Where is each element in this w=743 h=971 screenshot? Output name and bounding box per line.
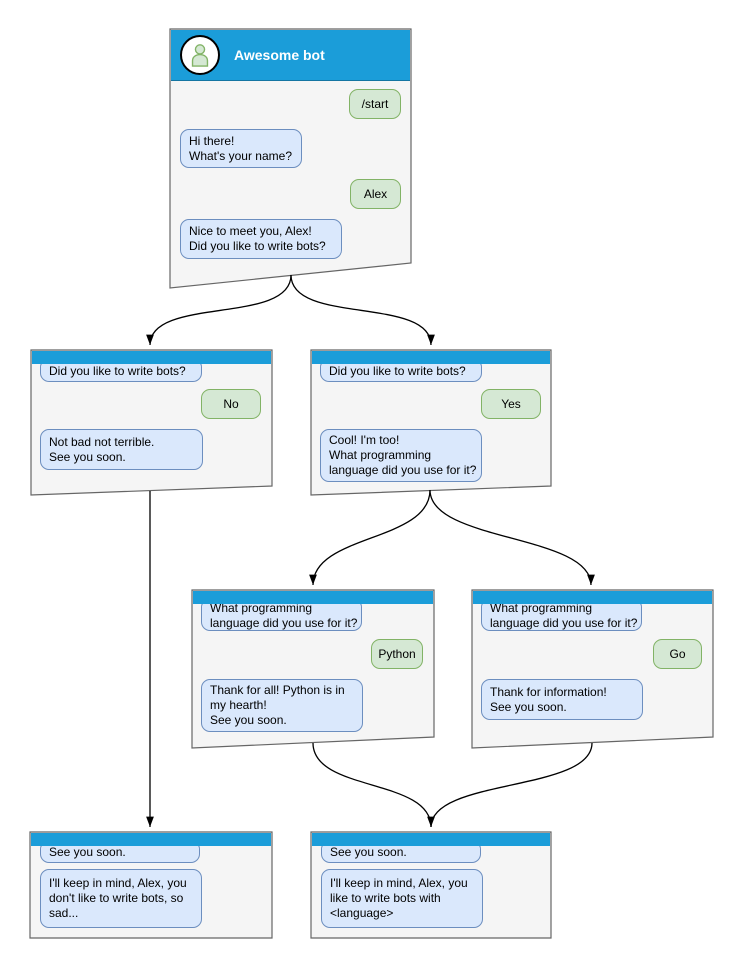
avatar: [180, 35, 220, 75]
chat-window-branch-go: What programming language did you use fo…: [472, 590, 713, 748]
chat-window-branch-no: Did you like to write bots? No Not bad n…: [31, 350, 272, 495]
bot-message-bubble: Hi there! What's your name?: [180, 129, 302, 168]
connector-yes-to-python: [309, 489, 431, 586]
bot-message-bubble: See you soon.: [40, 842, 200, 863]
bot-message-bubble: Did you like to write bots?: [40, 360, 202, 382]
connector-yes-to-go: [429, 489, 595, 586]
chat-window-header: [32, 351, 271, 364]
chat-window-branch-python: What programming language did you use fo…: [192, 590, 434, 748]
person-icon: [191, 44, 209, 67]
chat-window-end-no: See you soon. I'll keep in mind, Alex, y…: [30, 832, 272, 938]
chat-window-header: [312, 833, 550, 846]
chat-window-header: [312, 351, 550, 364]
user-message-bubble: Alex: [350, 179, 401, 209]
bot-message-bubble: Not bad not terrible. See you soon.: [40, 429, 203, 470]
user-message-bubble: Go: [653, 639, 702, 669]
user-message-bubble: Python: [371, 639, 423, 669]
chat-window-main: Awesome bot /start Hi there! What's your…: [170, 29, 411, 288]
bot-message-bubble: What programming language did you use fo…: [201, 600, 362, 631]
chat-window-header: [31, 833, 271, 846]
bot-message-bubble: Nice to meet you, Alex! Did you like to …: [180, 219, 342, 259]
connector-go-to-end: [430, 742, 593, 828]
bot-message-bubble: See you soon.: [321, 842, 481, 863]
chat-window-end-yes: See you soon. I'll keep in mind, Alex, y…: [311, 832, 551, 938]
chat-window-header: [193, 591, 433, 604]
chat-window-header: [473, 591, 712, 604]
connector-start-to-no: [146, 274, 292, 346]
bot-message-bubble: Cool! I'm too! What programming language…: [320, 429, 482, 482]
chat-window-header: Awesome bot: [171, 30, 410, 81]
connector-start-to-yes: [290, 274, 435, 346]
user-message-bubble: /start: [349, 89, 401, 119]
bot-message-bubble: What programming language did you use fo…: [481, 600, 642, 631]
bot-message-bubble: I'll keep in mind, Alex, you like to wri…: [321, 869, 483, 928]
bot-title: Awesome bot: [234, 47, 325, 63]
connector-python-to-end: [312, 742, 435, 828]
user-message-bubble: Yes: [481, 389, 541, 419]
user-message-bubble: No: [201, 389, 261, 419]
bot-message-bubble: Thank for information! See you soon.: [481, 679, 643, 720]
bot-message-bubble: Thank for all! Python is in my hearth! S…: [201, 679, 363, 732]
chat-window-branch-yes: Did you like to write bots? Yes Cool! I'…: [311, 350, 551, 495]
bot-message-bubble: I'll keep in mind, Alex, you don't like …: [40, 869, 202, 928]
